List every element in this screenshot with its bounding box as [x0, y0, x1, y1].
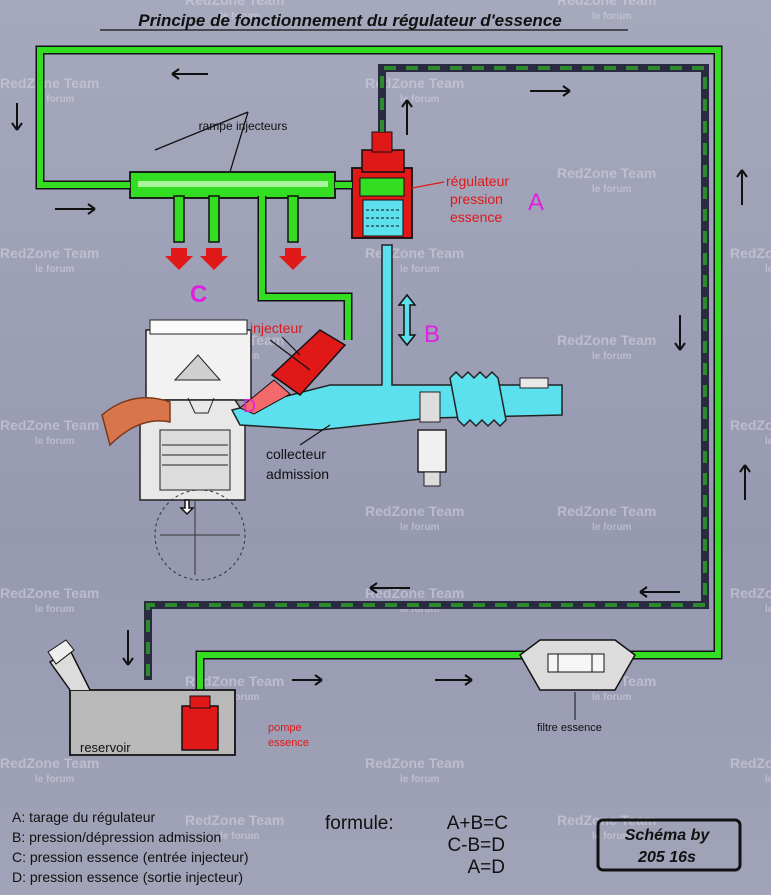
watermark-title: RedZone Team — [365, 503, 464, 519]
formula-line-1: A+B=C — [447, 813, 508, 834]
watermark-sub: le forum — [592, 831, 632, 842]
legend-a: A: tarage du régulateur — [12, 809, 156, 825]
formula-line-2: C-B=D — [447, 835, 505, 856]
watermark-title: RedZone Team — [557, 0, 656, 8]
label-collecteur-1: collecteur — [266, 446, 326, 462]
label-injecteur: injecteur — [250, 320, 303, 336]
credit-line-1: Schéma by — [625, 827, 711, 844]
engine-drawing — [139, 319, 252, 581]
watermark-sub: le forum — [35, 774, 75, 785]
watermark-title: RedZone Team — [0, 417, 99, 433]
formula-label: formule: — [325, 813, 394, 834]
watermark-title: RedZone Team — [730, 585, 771, 601]
watermark-sub: le forum — [220, 692, 260, 703]
watermark-sub: le forum — [35, 436, 75, 447]
injector-feed-line — [259, 196, 351, 340]
watermark-sub: le forum — [592, 522, 632, 533]
label-rampe: rampe injecteurs — [199, 119, 288, 133]
injector-feed-outline — [257, 196, 353, 340]
watermark-title: RedZone Team — [730, 755, 771, 771]
watermark-sub: le forum — [765, 604, 771, 615]
watermark-title: RedZone Team — [557, 165, 656, 181]
watermark-sub: le forum — [35, 264, 75, 275]
watermark-sub: le forum — [35, 604, 75, 615]
watermark-title: RedZone Team — [730, 245, 771, 261]
watermark-title: RedZone Team — [185, 0, 284, 8]
intake-arrow — [179, 499, 195, 516]
injector — [239, 329, 347, 415]
label-a: A — [528, 189, 544, 216]
label-regulateur-1: régulateur — [446, 173, 509, 189]
watermark-title: RedZone Team — [0, 75, 99, 91]
label-reservoir: reservoir — [80, 740, 131, 755]
legend-d: D: pression essence (sortie injecteur) — [12, 869, 243, 885]
fuel-return-line — [146, 66, 707, 680]
watermark-sub: le forum — [592, 11, 632, 22]
watermark-title: RedZone Team — [185, 812, 284, 828]
label-c: C — [190, 281, 207, 308]
formula: formule: A+B=C C-B=D A=D — [325, 813, 508, 878]
watermark-sub: le forum — [220, 831, 260, 842]
fuel-tank — [47, 639, 236, 756]
watermark-sub: le forum — [592, 184, 632, 195]
injector-rail-highlight — [138, 181, 328, 187]
fuel-outlet-arrows — [165, 248, 307, 270]
watermark-title: RedZone Team — [185, 673, 284, 689]
credit-line-2: 205 16s — [637, 849, 696, 866]
page-title: Principe de fonctionnement du régulateur… — [138, 11, 561, 30]
pressure-regulator — [351, 131, 413, 239]
watermark-sub: le forum — [400, 94, 440, 105]
credit-box: Schéma by 205 16s — [596, 818, 742, 872]
fuel-filter — [519, 639, 636, 691]
watermark-sub: le forum — [400, 774, 440, 785]
watermark-title: RedZone Team — [730, 417, 771, 433]
fuel-feed-line — [37, 47, 721, 695]
exhaust-pipe — [101, 397, 171, 447]
watermark-title: RedZone Team — [0, 585, 99, 601]
formula-line-3: A=D — [468, 857, 506, 878]
watermark-sub: le forum — [765, 436, 771, 447]
label-d: D — [243, 396, 256, 416]
label-collecteur-2: admission — [266, 466, 329, 482]
watermark-sub: le forum — [220, 11, 260, 22]
legend-c: C: pression essence (entrée injecteur) — [12, 849, 249, 865]
legend-b: B: pression/dépression admission — [12, 829, 221, 845]
watermark-sub: le forum — [400, 264, 440, 275]
watermark-title: RedZone Team — [557, 503, 656, 519]
watermark-sub: le forum — [400, 522, 440, 533]
intake-manifold — [230, 244, 563, 487]
label-regulateur-3: essence — [450, 209, 502, 225]
watermark-sub: le forum — [400, 604, 440, 615]
watermark-title: RedZone Team — [0, 245, 99, 261]
watermark-sub: le forum — [35, 94, 75, 105]
pressure-arrow-b — [397, 293, 417, 347]
flow-arrows — [11, 68, 751, 686]
label-b: B — [424, 321, 440, 348]
watermark-sub: le forum — [765, 264, 771, 275]
watermark-sub: le forum — [592, 692, 632, 703]
watermark-title: RedZone Team — [365, 755, 464, 771]
label-pompe-2: essence — [268, 737, 309, 749]
watermark-sub: le forum — [765, 774, 771, 785]
watermark-title: RedZone Team — [557, 332, 656, 348]
label-regulateur-2: pression — [450, 191, 503, 207]
label-filtre: filtre essence — [537, 722, 602, 734]
watermark-sub: le forum — [592, 351, 632, 362]
rail-outlets — [173, 195, 299, 243]
legend: A: tarage du régulateur B: pression/dépr… — [12, 809, 249, 885]
label-pompe-1: pompe — [268, 722, 302, 734]
watermark-title: RedZone Team — [365, 245, 464, 261]
watermark-title: RedZone Team — [365, 75, 464, 91]
watermark-title: RedZone Team — [0, 755, 99, 771]
